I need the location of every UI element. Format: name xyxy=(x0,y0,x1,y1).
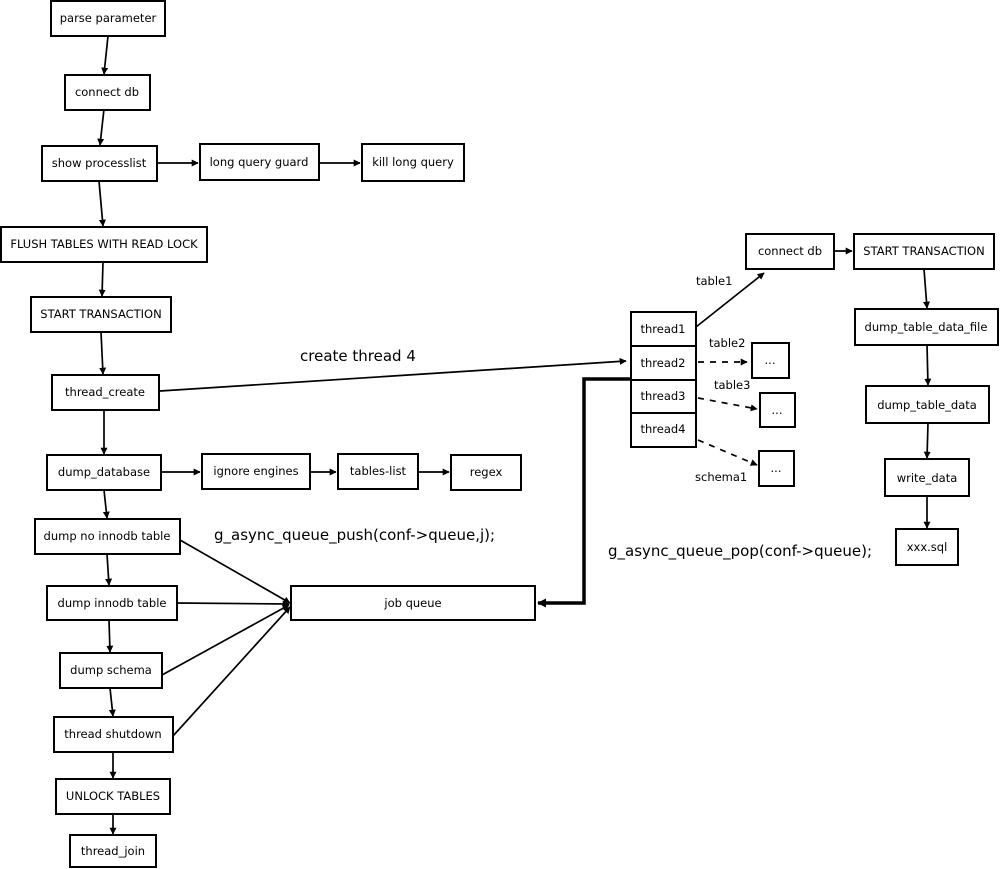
edge-dumpdb-to-noinnodb xyxy=(102,489,110,519)
edge-innodb-to-queue xyxy=(176,600,290,608)
thread3-label: thread3 xyxy=(640,389,685,403)
node-dump-innodb-table-label: dump innodb table xyxy=(58,596,167,610)
node-dump-no-innodb-table-label: dump no innodb table xyxy=(44,529,171,543)
label-table1: table1 xyxy=(696,274,732,288)
node-thread-shutdown-label: thread shutdown xyxy=(64,727,161,741)
node-dump-table-data-file-label: dump_table_data_file xyxy=(865,320,988,334)
node-dump-table-data-label: dump_table_data xyxy=(877,398,977,412)
label-queue-push: g_async_queue_push(conf->queue,j); xyxy=(214,526,495,545)
node-regex: regex xyxy=(450,454,522,491)
edge-noinnodb-to-queue xyxy=(179,539,291,604)
node-parse-parameter-label: parse parameter xyxy=(60,11,157,25)
node-kill-long-query: kill long query xyxy=(361,143,465,182)
edge-data-to-write xyxy=(923,422,931,459)
edge-flush-to-start xyxy=(98,261,106,297)
ellipsis-4-label: ... xyxy=(771,461,782,475)
edge-processlist-to-flush xyxy=(98,180,106,227)
node-unlock-tables-label: UNLOCK TABLES xyxy=(66,789,160,803)
thread4-label: thread4 xyxy=(640,422,685,436)
edge-schema-to-shutdown xyxy=(108,687,116,717)
node-thread-shutdown: thread shutdown xyxy=(53,716,174,753)
edge-create-thread xyxy=(159,357,627,392)
thread-stack: thread1 thread2 thread3 thread4 xyxy=(630,311,697,448)
node-ignore-engines-label: ignore engines xyxy=(213,464,298,478)
node-dump-table-data-file: dump_table_data_file xyxy=(854,308,999,346)
node-kill-long-query-label: kill long query xyxy=(372,155,454,169)
edge-parse-to-connect xyxy=(101,35,109,75)
edge-thread4-to-dots xyxy=(697,439,758,466)
node-start-transaction: START TRANSACTION xyxy=(30,296,172,333)
node-worker-start-transaction-label: START TRANSACTION xyxy=(863,244,984,258)
node-show-processlist: show processlist xyxy=(41,145,158,182)
node-start-transaction-label: START TRANSACTION xyxy=(40,307,161,321)
node-show-processlist-label: show processlist xyxy=(52,156,147,170)
edge-threads-to-queue xyxy=(537,377,630,608)
node-dump-innodb-table: dump innodb table xyxy=(46,585,178,621)
edge-innodb-to-schema xyxy=(106,619,114,653)
node-parse-parameter: parse parameter xyxy=(50,0,166,37)
edge-thread3-to-dots xyxy=(697,397,758,412)
edge-thread1-to-connect xyxy=(695,272,765,328)
node-long-query-guard-label: long query guard xyxy=(210,155,309,169)
thread2-label: thread2 xyxy=(640,356,685,370)
node-dump-no-innodb-table: dump no innodb table xyxy=(34,518,181,555)
node-dump-database-label: dump_database xyxy=(58,465,150,479)
edges xyxy=(97,35,932,835)
node-thread-join-label: thread_join xyxy=(81,844,145,858)
node-long-query-guard: long query guard xyxy=(199,143,320,181)
node-xxx-sql: xxx.sql xyxy=(895,528,959,566)
edge-noinnodb-to-innodb xyxy=(105,553,113,586)
label-schema1: schema1 xyxy=(695,470,747,484)
node-worker-start-transaction: START TRANSACTION xyxy=(853,233,995,270)
node-regex-label: regex xyxy=(470,465,503,479)
edge-start-to-threadcreate xyxy=(99,331,107,375)
node-tables-list-label: tables-list xyxy=(350,464,407,478)
node-thread-create-label: thread_create xyxy=(65,385,145,399)
edge-connect-to-processlist xyxy=(97,108,105,146)
node-dump-table-data: dump_table_data xyxy=(865,385,990,424)
node-write-data: write_data xyxy=(884,458,970,497)
edge-worker-start-to-file xyxy=(923,268,931,309)
label-create-thread: create thread 4 xyxy=(300,347,416,365)
node-ellipsis-thread2: ... xyxy=(751,342,790,379)
node-flush-tables-label: FLUSH TABLES WITH READ LOCK xyxy=(10,237,198,251)
node-flush-tables: FLUSH TABLES WITH READ LOCK xyxy=(0,226,208,263)
label-table2: table2 xyxy=(709,336,745,350)
edge-shutdown-to-queue xyxy=(172,606,291,737)
node-dump-schema-label: dump schema xyxy=(70,663,152,677)
edge-file-to-data xyxy=(924,344,932,386)
thread1-label: thread1 xyxy=(640,322,685,336)
node-write-data-label: write_data xyxy=(897,471,958,485)
node-worker-connect-db-label: connect db xyxy=(758,244,822,258)
node-xxx-sql-label: xxx.sql xyxy=(907,540,948,554)
node-thread-create: thread_create xyxy=(51,374,160,411)
node-thread-join: thread_join xyxy=(69,834,157,868)
node-connect-db: connect db xyxy=(64,74,151,111)
node-ellipsis-thread4: ... xyxy=(758,450,795,487)
node-dump-database: dump_database xyxy=(46,454,162,491)
node-worker-connect-db: connect db xyxy=(745,233,835,270)
node-unlock-tables: UNLOCK TABLES xyxy=(55,778,171,815)
edge-schema-to-queue xyxy=(161,604,290,676)
ellipsis-3-label: ... xyxy=(772,403,783,417)
label-table3: table3 xyxy=(714,378,750,392)
node-ellipsis-thread3: ... xyxy=(759,392,796,428)
node-job-queue-label: job queue xyxy=(383,596,441,610)
node-job-queue: job queue xyxy=(290,585,536,621)
node-ignore-engines: ignore engines xyxy=(201,453,311,490)
node-tables-list: tables-list xyxy=(337,453,419,490)
node-dump-schema: dump schema xyxy=(59,652,163,689)
node-connect-db-label: connect db xyxy=(75,85,139,99)
label-queue-pop: g_async_queue_pop(conf->queue); xyxy=(608,542,872,561)
ellipsis-2-label: ... xyxy=(765,353,776,367)
